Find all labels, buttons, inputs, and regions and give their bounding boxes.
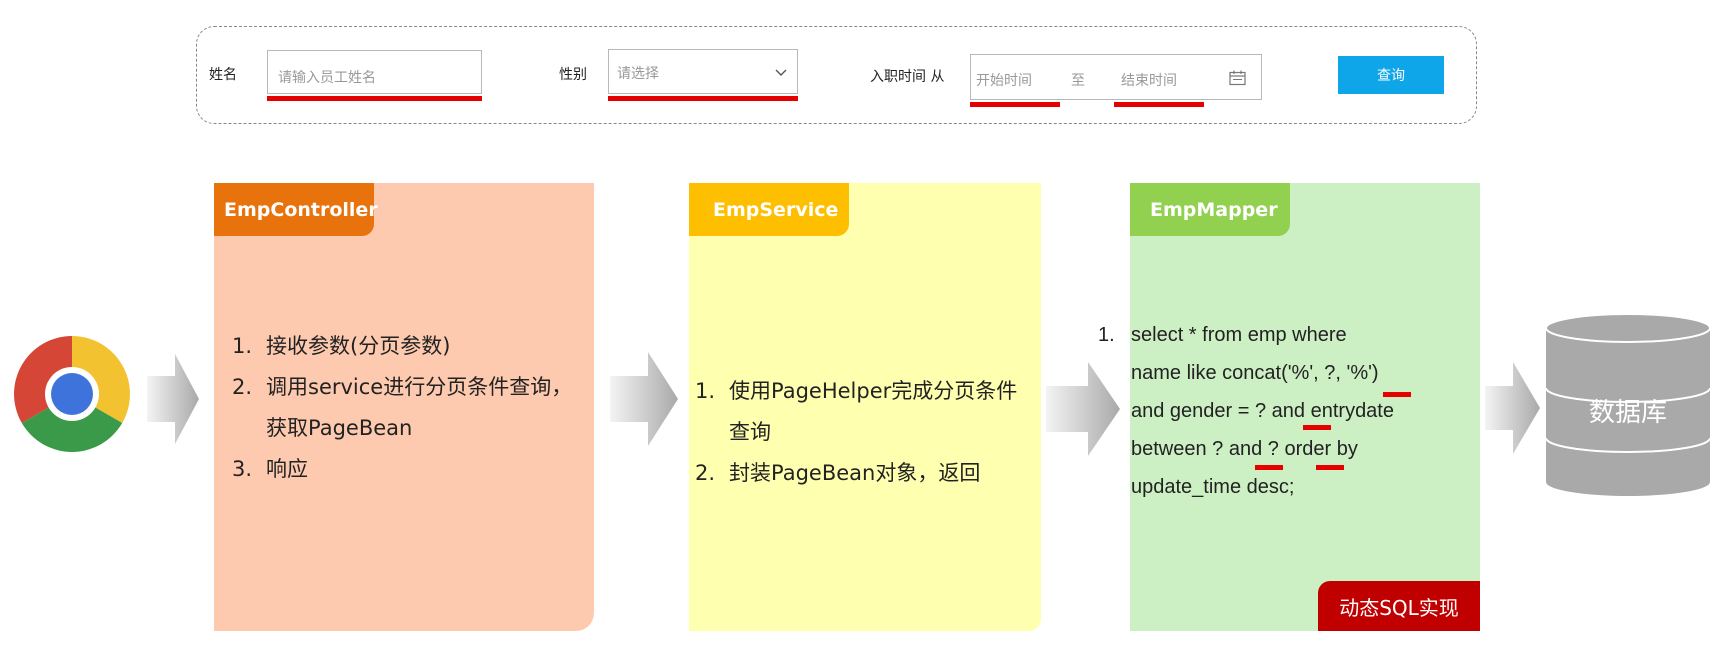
query-button[interactable]: 查询	[1338, 56, 1444, 94]
calendar-icon	[1229, 70, 1246, 86]
sql-line: name like concat('%', ?, '%')	[1131, 362, 1379, 384]
service-steps: 1.使用PageHelper完成分页条件查询 2.封装PageBean对象，返回	[695, 371, 1035, 494]
name-label: 姓名	[209, 67, 237, 83]
placeholder-highlight	[1383, 392, 1411, 397]
placeholder-highlight	[1303, 425, 1331, 430]
gender-label: 性别	[559, 67, 587, 83]
sql-line: between ? and ? order by	[1131, 438, 1358, 460]
mapper-panel: EmpMapper	[1130, 183, 1480, 631]
date-label: 入职时间 从	[870, 69, 945, 85]
sql-statement: 1. select * from emp where name like con…	[1098, 316, 1461, 506]
arrow-right-icon	[1485, 362, 1540, 454]
arrow-right-icon	[610, 352, 678, 446]
controller-steps: 1.接收参数(分页参数) 2.调用service进行分页条件查询，获取PageB…	[232, 326, 592, 490]
sql-number: 1.	[1098, 324, 1115, 346]
date-separator: 至	[1071, 73, 1085, 89]
dynamic-sql-badge: 动态SQL实现	[1318, 581, 1480, 631]
gender-placeholder: 请选择	[617, 66, 659, 82]
date-start-highlight	[970, 102, 1060, 107]
arrow-right-icon	[147, 354, 199, 444]
database-icon	[1545, 313, 1711, 496]
database-label: 数据库	[1588, 398, 1667, 428]
list-item: 3.响应	[232, 457, 308, 481]
controller-title: EmpController	[214, 183, 378, 236]
placeholder-highlight	[1316, 465, 1344, 470]
chrome-icon	[14, 336, 130, 452]
mapper-title: EmpMapper	[1130, 183, 1290, 236]
placeholder-highlight	[1255, 465, 1283, 470]
date-start-placeholder: 开始时间	[976, 73, 1032, 89]
sql-line: and gender = ? and entrydate	[1131, 400, 1394, 422]
search-form	[196, 26, 1477, 124]
sql-line: update_time desc;	[1131, 476, 1295, 498]
list-item: 1.接收参数(分页参数)	[232, 334, 451, 358]
chevron-down-icon	[775, 69, 787, 76]
service-panel: EmpService	[689, 183, 1041, 631]
name-highlight	[267, 96, 482, 101]
name-placeholder: 请输入员工姓名	[278, 70, 376, 86]
sql-line: select * from emp where	[1131, 324, 1347, 346]
gender-highlight	[608, 96, 798, 101]
list-item: 1.使用PageHelper完成分页条件查询	[695, 379, 1018, 444]
date-end-placeholder: 结束时间	[1121, 73, 1177, 89]
gender-select[interactable]: 请选择	[608, 49, 798, 94]
list-item: 2.调用service进行分页条件查询，获取PageBean	[232, 375, 573, 440]
arrow-right-icon	[1046, 362, 1120, 456]
date-end-highlight	[1114, 102, 1204, 107]
list-item: 2.封装PageBean对象，返回	[695, 461, 981, 485]
date-range-picker[interactable]: 开始时间 至 结束时间	[970, 54, 1262, 100]
service-title: EmpService	[689, 183, 849, 236]
controller-panel: EmpController	[214, 183, 594, 631]
name-input[interactable]: 请输入员工姓名	[267, 50, 482, 94]
